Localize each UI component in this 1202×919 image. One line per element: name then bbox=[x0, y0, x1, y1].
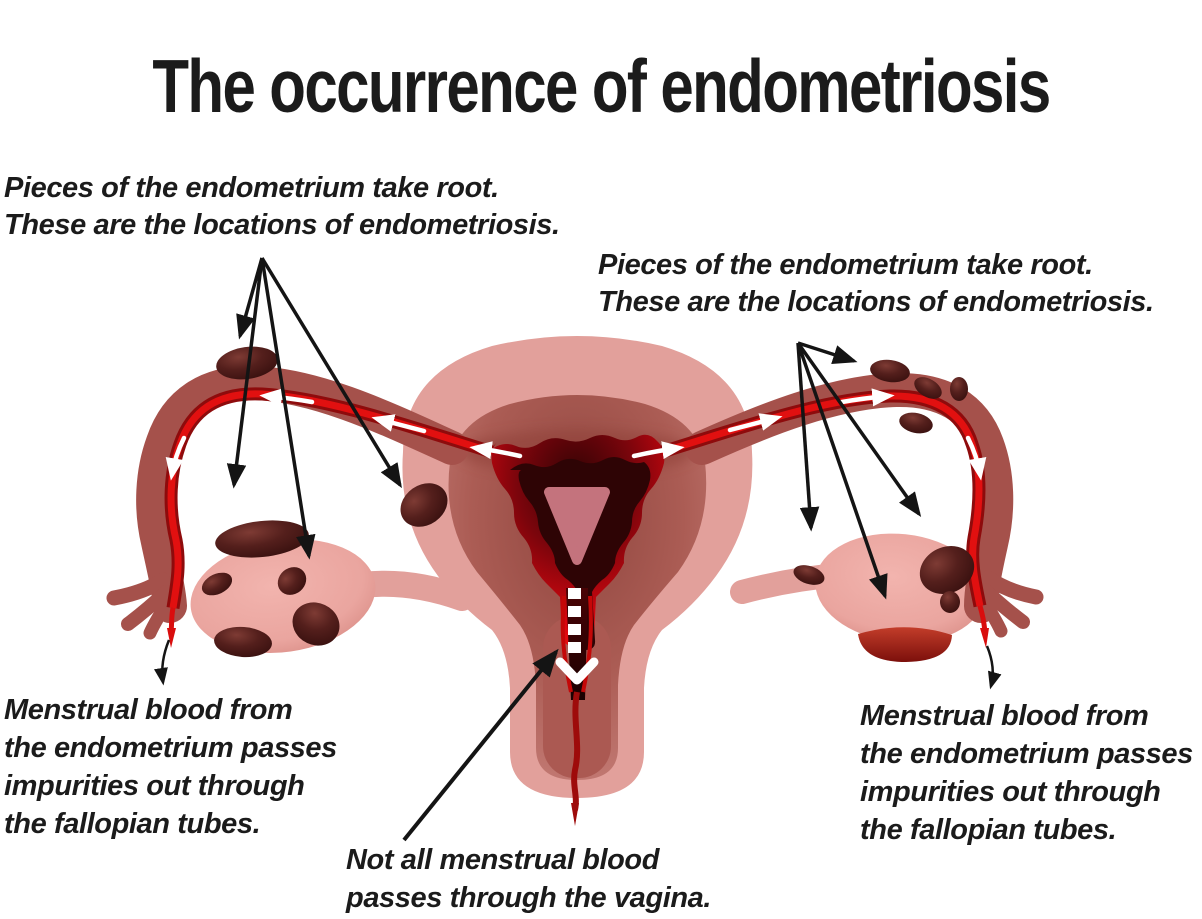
annotation-arrows-left bbox=[226, 257, 402, 560]
page-title: The occurrence of endometriosis bbox=[152, 44, 1051, 129]
note-line: Not all menstrual blood bbox=[346, 844, 660, 876]
note-line: the fallopian tubes. bbox=[860, 814, 1117, 846]
uterus-body bbox=[402, 336, 753, 826]
note-line: Pieces of the endometrium take root. bbox=[4, 172, 499, 204]
cervix-flow-dashed-arrow bbox=[555, 588, 599, 685]
endometriosis-lesions-right bbox=[793, 359, 975, 662]
note-line: passes through the vagina. bbox=[346, 882, 712, 914]
annotation-arrows-right bbox=[796, 341, 922, 600]
note-line: Pieces of the endometrium take root. bbox=[598, 249, 1093, 281]
note-line: These are the locations of endometriosis… bbox=[4, 209, 560, 241]
note-bottom-left: Menstrual blood from the endometrium pas… bbox=[4, 691, 337, 843]
note-line: the fallopian tubes. bbox=[4, 808, 261, 840]
uterine-cavity bbox=[544, 487, 610, 565]
vagina-annotation-arrow bbox=[402, 648, 559, 842]
note-line: the endometrium passes bbox=[860, 738, 1193, 770]
note-top-left: Pieces of the endometrium take root. The… bbox=[4, 170, 560, 244]
note-top-right: Pieces of the endometrium take root. The… bbox=[598, 247, 1154, 321]
vaginal-blood-stream bbox=[571, 691, 581, 826]
note-line: Menstrual blood from bbox=[4, 694, 293, 726]
note-line: impurities out through bbox=[4, 770, 305, 802]
menstrual-flow-arrows bbox=[165, 388, 987, 481]
endometriosis-lesions-left bbox=[201, 346, 448, 658]
note-bottom-center: Not all menstrual blood passes through t… bbox=[346, 841, 711, 917]
note-line: impurities out through bbox=[860, 776, 1161, 808]
drip-arrow-right bbox=[985, 645, 1002, 690]
note-bottom-right: Menstrual blood from the endometrium pas… bbox=[860, 697, 1193, 849]
ovarian-blood-pool bbox=[858, 627, 952, 662]
note-line: the endometrium passes bbox=[4, 732, 337, 764]
note-line: Menstrual blood from bbox=[860, 700, 1149, 732]
note-line: These are the locations of endometriosis… bbox=[598, 286, 1154, 318]
drip-arrow-left bbox=[154, 639, 171, 686]
